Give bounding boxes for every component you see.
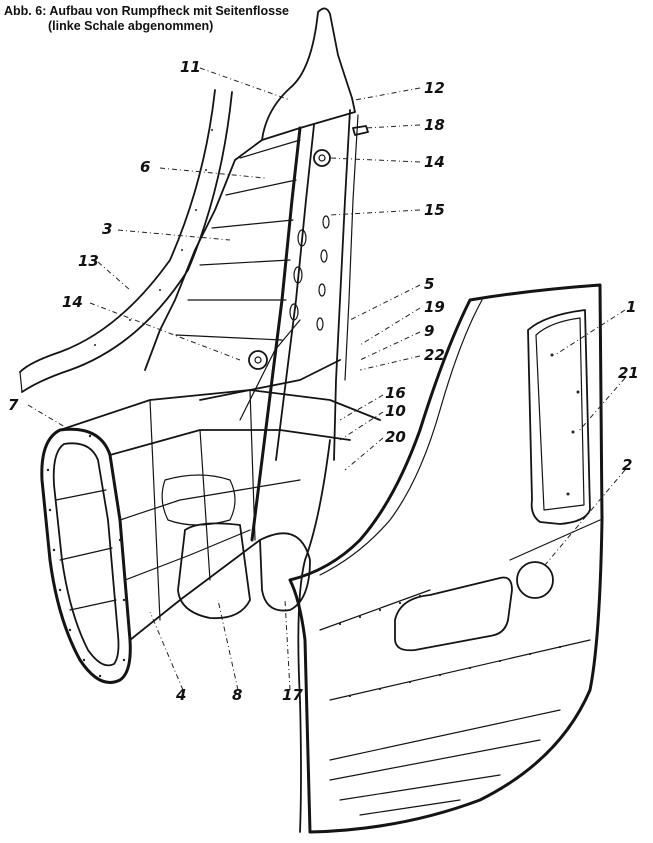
caption-line-2: (linke Schale abgenommen) (48, 19, 214, 33)
callout-4: 4 (175, 686, 186, 704)
vertical-fin (144, 7, 369, 542)
callout-10: 10 (385, 402, 406, 420)
callout-3: 3 (102, 220, 112, 238)
callout-22: 22 (424, 346, 445, 364)
callout-14-upper: 14 (424, 153, 445, 171)
callout-11: 11 (180, 58, 201, 76)
callout-15: 15 (424, 201, 445, 219)
callout-8: 8 (232, 686, 242, 704)
callout-17: 17 (282, 686, 303, 704)
callout-5: 5 (424, 275, 434, 293)
callout-16: 16 (385, 384, 406, 402)
leader-lines (27, 67, 626, 691)
right-fuselage-shell (288, 283, 604, 834)
callout-21: 21 (618, 364, 639, 382)
callout-18: 18 (424, 116, 445, 134)
callout-19: 19 (424, 298, 445, 316)
callout-2: 2 (622, 456, 632, 474)
callout-labels: 11 12 18 14 15 6 3 13 14 7 5 19 9 22 16 … (8, 58, 639, 704)
callout-7: 7 (8, 396, 19, 414)
caption-line-1: Abb. 6: Aufbau von Rumpfheck mit Seitenf… (4, 4, 289, 18)
spar-lightening-holes (289, 215, 330, 331)
figure-caption: Abb. 6: Aufbau von Rumpfheck mit Seitenf… (4, 4, 424, 34)
control-cable (297, 439, 331, 833)
callout-6: 6 (140, 158, 150, 176)
fuselage-structure (59, 389, 381, 641)
callout-13: 13 (78, 252, 99, 270)
callout-12: 12 (424, 79, 445, 97)
callout-9: 9 (424, 322, 434, 340)
callout-20: 20 (385, 428, 406, 446)
callout-14-left: 14 (62, 293, 83, 311)
callout-1: 1 (626, 298, 636, 316)
fuselage-stringer-strip (19, 89, 233, 393)
rear-frame-ring (40, 427, 132, 684)
